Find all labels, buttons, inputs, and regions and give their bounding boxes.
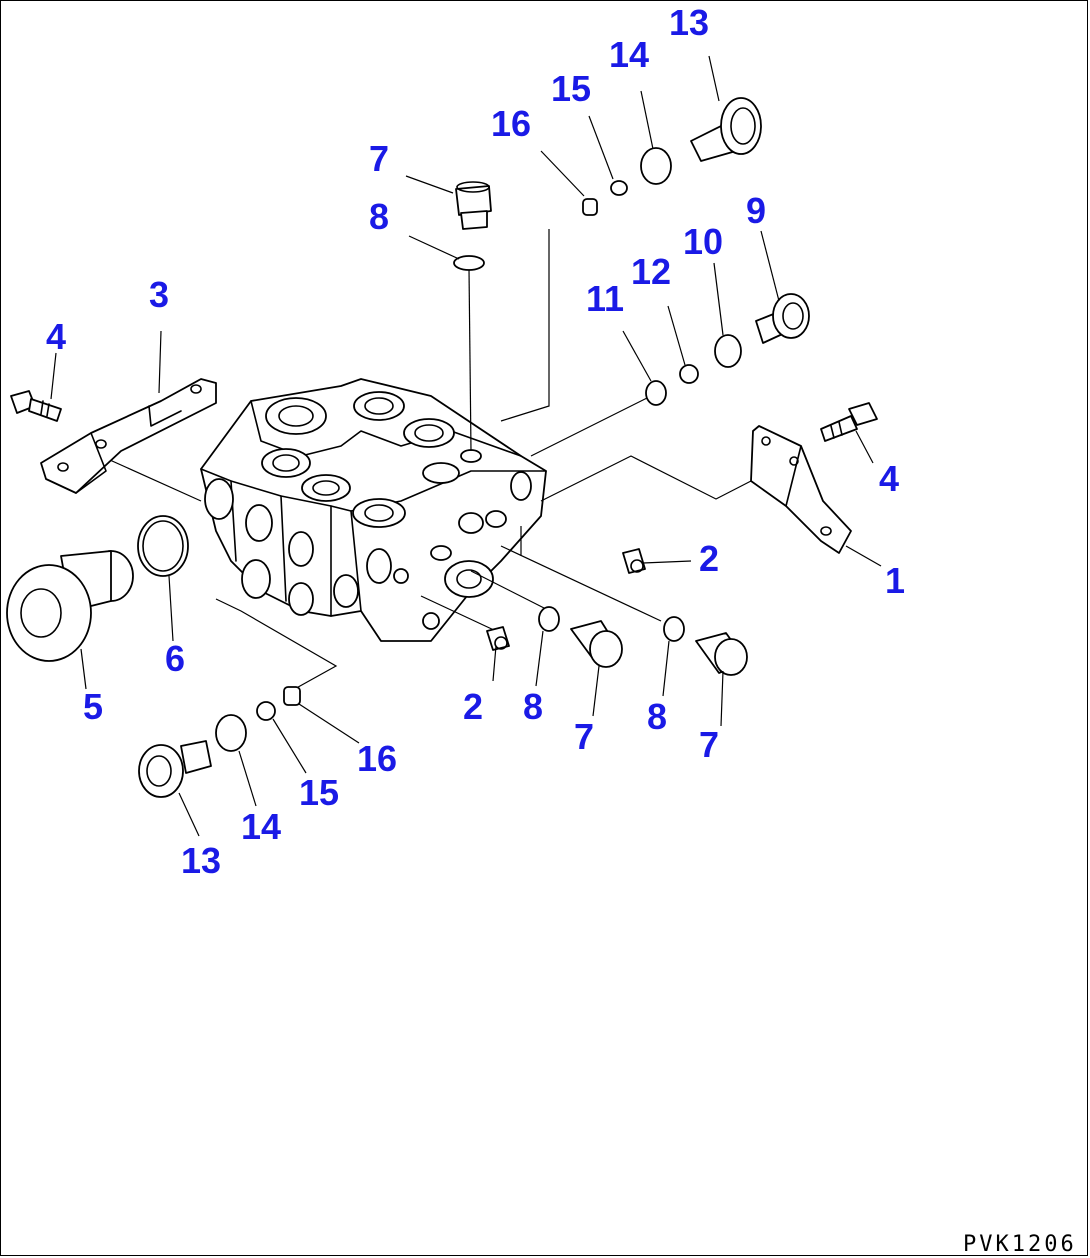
washer-15-lower bbox=[256, 701, 276, 721]
callout-labels: 13 14 15 16 7 8 9 10 12 11 3 4 4 1 2 5 6… bbox=[46, 2, 905, 881]
fitting-2-lower bbox=[486, 626, 510, 651]
end-cap bbox=[6, 550, 134, 662]
callout-15-lower: 15 bbox=[299, 772, 339, 813]
callout-15-top: 15 bbox=[551, 68, 591, 109]
plug-9 bbox=[755, 293, 810, 344]
ring-10 bbox=[714, 334, 742, 368]
callout-11: 11 bbox=[586, 278, 624, 319]
callout-4-left: 4 bbox=[46, 316, 66, 357]
ring-11 bbox=[645, 380, 667, 406]
callout-1: 1 bbox=[885, 560, 905, 601]
bolt-right bbox=[820, 402, 878, 442]
plug-7-right bbox=[695, 632, 748, 676]
ring-14-top bbox=[640, 147, 672, 185]
callout-7-right: 7 bbox=[699, 724, 719, 765]
callout-16-top: 16 bbox=[491, 103, 531, 144]
bolt-left bbox=[10, 390, 62, 422]
plug-7-mid bbox=[570, 620, 623, 668]
callout-9: 9 bbox=[746, 190, 766, 231]
pin-16-top bbox=[582, 198, 598, 216]
callout-10: 10 bbox=[683, 221, 723, 262]
ring-8-right bbox=[663, 616, 685, 642]
callout-3: 3 bbox=[149, 274, 169, 315]
callout-13-lower: 13 bbox=[181, 840, 221, 881]
plug-13-lower bbox=[138, 740, 212, 798]
callout-8-right: 8 bbox=[647, 696, 667, 737]
fitting-2-right bbox=[622, 548, 646, 574]
ring-8-mid bbox=[538, 606, 560, 632]
o-ring-6 bbox=[137, 515, 189, 577]
callout-leaders bbox=[50, 55, 882, 837]
drawing-code: PVK1206 bbox=[963, 1232, 1077, 1257]
pin-16-lower bbox=[283, 686, 301, 706]
callout-12: 12 bbox=[631, 251, 671, 292]
plug-13-top bbox=[690, 97, 762, 162]
callout-7-top: 7 bbox=[369, 138, 389, 179]
callout-2-right: 2 bbox=[699, 538, 719, 579]
callout-16-lower: 16 bbox=[357, 738, 397, 779]
valve-body bbox=[200, 378, 547, 642]
ring-14-lower bbox=[215, 714, 247, 752]
callout-2-lower: 2 bbox=[463, 686, 483, 727]
plug-7-top bbox=[455, 181, 492, 230]
assembly-lines bbox=[100, 229, 752, 692]
right-bracket bbox=[750, 425, 852, 554]
left-bracket bbox=[40, 378, 217, 494]
ring-8-top bbox=[453, 255, 485, 271]
callout-14-lower: 14 bbox=[241, 806, 281, 847]
washer-15-top bbox=[610, 180, 628, 196]
callout-13-top: 13 bbox=[669, 2, 709, 43]
callout-8-mid: 8 bbox=[523, 686, 543, 727]
washer-12 bbox=[679, 364, 699, 384]
callout-14-top: 14 bbox=[609, 34, 649, 75]
callout-8-top: 8 bbox=[369, 196, 389, 237]
callout-7-mid: 7 bbox=[574, 716, 594, 757]
callout-6: 6 bbox=[165, 638, 185, 679]
callout-4-right: 4 bbox=[879, 458, 899, 499]
callout-5: 5 bbox=[83, 686, 103, 727]
